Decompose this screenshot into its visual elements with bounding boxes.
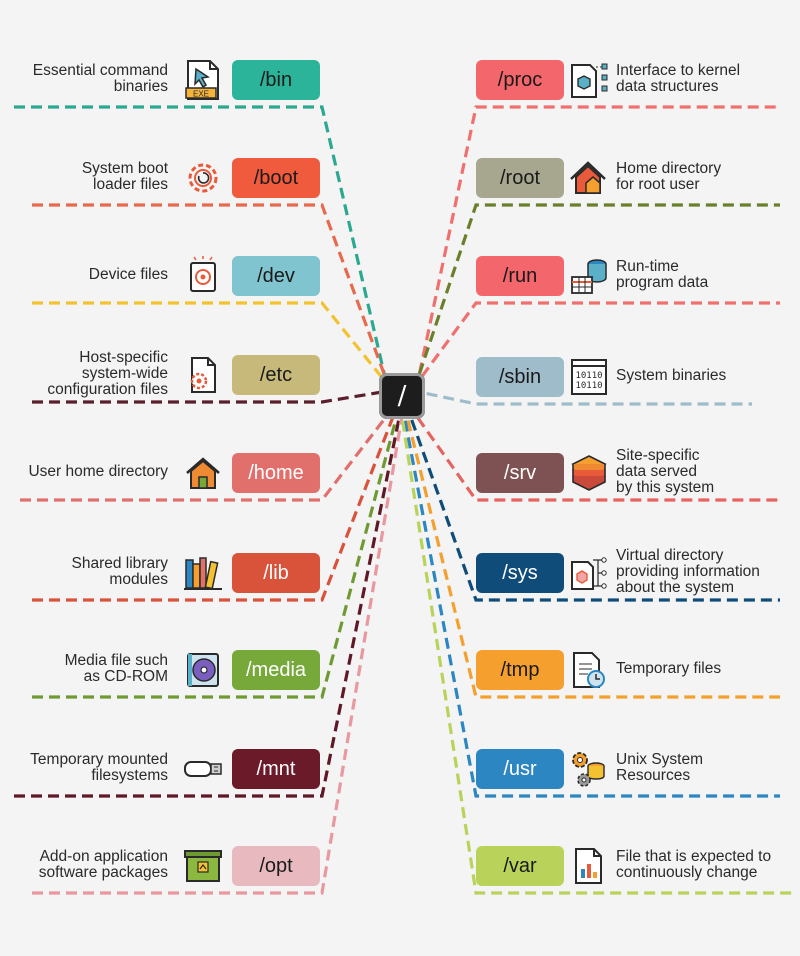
connector-line — [414, 105, 780, 391]
dir-desc-tmp: Temporary files — [616, 660, 722, 677]
package-box-icon — [182, 845, 224, 887]
dir-desc-home: User home directory — [28, 463, 168, 480]
dir-node-home[interactable]: /home — [232, 453, 320, 493]
dir-desc-run: Run-time program data — [616, 258, 709, 291]
dir-desc-var: File that is expected to continuously ch… — [616, 848, 772, 881]
connector-line — [406, 403, 780, 502]
dir-desc-opt: Add-on application software packages — [38, 848, 168, 881]
dir-node-lib[interactable]: /lib — [232, 553, 320, 593]
connector-line — [32, 403, 406, 895]
cd-rom-icon — [182, 649, 224, 691]
svg-text:10110: 10110 — [575, 381, 602, 391]
dir-node-media[interactable]: /media — [232, 650, 320, 690]
config-file-icon — [182, 354, 224, 396]
dir-desc-mnt: Temporary mounted filesystems — [30, 751, 168, 784]
dir-desc-root: Home directory for root user — [616, 160, 722, 193]
svg-text:10110: 10110 — [575, 371, 602, 381]
dir-desc-dev: Device files — [88, 266, 168, 283]
dir-desc-srv: Site-specific data served by this system — [616, 447, 715, 496]
connector-line — [14, 403, 404, 798]
connector-line — [32, 403, 402, 699]
exe-file-icon: EXE — [182, 59, 224, 101]
dir-desc-etc: Host-specific system-wide configuration … — [47, 349, 168, 398]
dir-node-usr[interactable]: /usr — [476, 749, 564, 789]
dir-node-dev[interactable]: /dev — [232, 256, 320, 296]
dir-node-mnt[interactable]: /mnt — [232, 749, 320, 789]
library-books-icon — [182, 552, 224, 594]
connector-line — [412, 203, 780, 391]
dir-desc-proc: Interface to kernel data structures — [616, 62, 741, 95]
device-icon — [182, 255, 224, 297]
dir-node-boot[interactable]: /boot — [232, 158, 320, 198]
svg-text:EXE: EXE — [193, 90, 209, 99]
database-table-icon — [568, 255, 610, 297]
dir-node-run[interactable]: /run — [476, 256, 564, 296]
dir-desc-media: Media file such as CD-ROM — [64, 652, 168, 685]
dir-node-opt[interactable]: /opt — [232, 846, 320, 886]
connector-line — [20, 403, 398, 502]
dir-node-root[interactable]: /root — [476, 158, 564, 198]
connector-line — [32, 388, 395, 404]
connector-line — [14, 105, 390, 391]
dir-desc-sys: Virtual directory providing information … — [616, 547, 760, 596]
dir-node-sbin[interactable]: /sbin — [476, 357, 564, 397]
dir-node-var[interactable]: /var — [476, 846, 564, 886]
dir-node-tmp[interactable]: /tmp — [476, 650, 564, 690]
system-tree-icon — [568, 552, 610, 594]
dir-node-sys[interactable]: /sys — [476, 553, 564, 593]
connector-line — [404, 403, 780, 602]
dir-desc-sbin: System binaries — [616, 367, 727, 384]
dir-desc-usr: Unix System Resources — [616, 751, 703, 784]
root-home-icon — [568, 157, 610, 199]
connector-line — [410, 301, 780, 391]
connector-line — [400, 403, 780, 798]
connector-line — [409, 388, 752, 406]
kernel-cube-icon — [568, 59, 610, 101]
boot-gear-icon — [182, 157, 224, 199]
usb-drive-icon — [182, 748, 224, 790]
connector-line — [32, 203, 392, 391]
connector-line — [32, 301, 394, 392]
home-icon — [182, 452, 224, 494]
connector-line — [398, 403, 792, 895]
connector-line — [32, 403, 400, 602]
dir-node-proc[interactable]: /proc — [476, 60, 564, 100]
dir-desc-lib: Shared library modules — [71, 555, 169, 588]
dir-desc-bin: Essential command binaries — [32, 62, 168, 95]
changing-chart-file-icon — [568, 845, 610, 887]
dir-node-srv[interactable]: /srv — [476, 453, 564, 493]
dir-desc-boot: System boot loader files — [81, 160, 168, 193]
server-stack-icon — [568, 452, 610, 494]
dir-node-bin[interactable]: /bin — [232, 60, 320, 100]
gears-database-icon — [568, 748, 610, 790]
temp-file-clock-icon — [568, 649, 610, 691]
dir-node-etc[interactable]: /etc — [232, 355, 320, 395]
root-directory-node[interactable]: / — [379, 373, 425, 419]
